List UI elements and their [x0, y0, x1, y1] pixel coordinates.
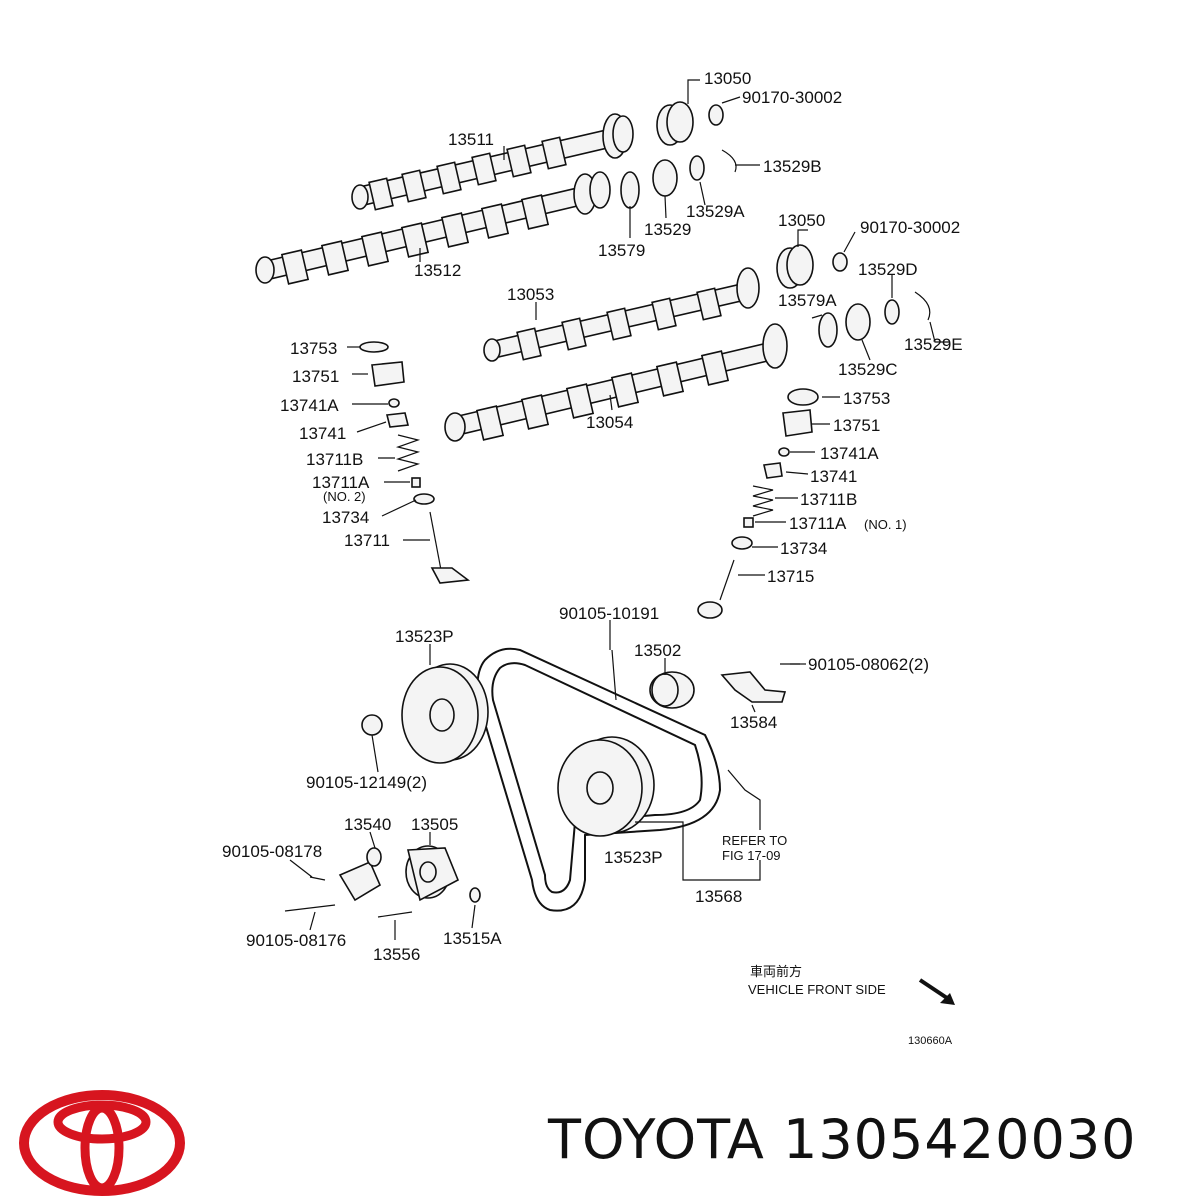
- camshaft-13511: [351, 113, 634, 211]
- label-13711B-right: 13711B: [800, 490, 857, 509]
- label-13556: 13556: [373, 945, 420, 964]
- refer-note-line2: FIG 17-09: [722, 848, 781, 863]
- toyota-logo-icon: [19, 1090, 185, 1196]
- valve-assembly-left: [359, 341, 471, 584]
- label-13529D: 13529D: [858, 260, 918, 279]
- leader-lines: [289, 79, 950, 940]
- label-13711A-right: 13711A: [789, 514, 847, 533]
- label-13515A: 13515A: [443, 929, 502, 948]
- label-13050-lower: 13050: [778, 211, 825, 230]
- label-13523P-lower: 13523P: [604, 848, 663, 867]
- label-13579: 13579: [598, 241, 645, 260]
- label-13711A-left: 13711A: [312, 473, 370, 492]
- label-13502: 13502: [634, 641, 681, 660]
- label-13734-right: 13734: [780, 539, 827, 558]
- label-90170-upper: 90170-30002: [742, 88, 842, 107]
- camshaft-13512: [255, 171, 611, 285]
- label-90105-08062: 90105-08062(2): [808, 655, 929, 674]
- label-13568: 13568: [695, 887, 742, 906]
- bolts: [284, 649, 617, 918]
- camshaft-13054: [444, 323, 788, 442]
- label-13711B-left: 13711B: [306, 450, 363, 469]
- label-no1: (NO. 1): [864, 517, 907, 532]
- label-13741-right: 13741: [810, 467, 857, 486]
- vehicle-front-arrow-icon: [918, 978, 955, 1005]
- label-13540: 13540: [344, 815, 391, 834]
- label-90105-08176: 90105-08176: [246, 931, 346, 950]
- camshaft-13053: [483, 267, 760, 362]
- label-90105-10191: 90105-10191: [559, 604, 659, 623]
- label-13734-left: 13734: [322, 508, 369, 527]
- label-13511: 13511: [448, 130, 494, 149]
- label-13054: 13054: [586, 413, 633, 432]
- label-13512: 13512: [414, 261, 461, 280]
- label-13505: 13505: [411, 815, 458, 834]
- label-13529C: 13529C: [838, 360, 898, 379]
- label-90170-lower: 90170-30002: [860, 218, 960, 237]
- label-13741A-left: 13741A: [280, 396, 339, 415]
- pulley-13523P-lower: [557, 736, 655, 837]
- label-13053: 13053: [507, 285, 554, 304]
- label-13523P-upper: 13523P: [395, 627, 454, 646]
- vehicle-front-en: VEHICLE FRONT SIDE: [748, 982, 886, 997]
- label-13753-right: 13753: [843, 389, 890, 408]
- label-13579A: 13579A: [778, 291, 837, 310]
- label-no2: (NO. 2): [323, 489, 366, 504]
- label-13529: 13529: [644, 220, 691, 239]
- label-13715: 13715: [767, 567, 814, 586]
- vehicle-front-jp: 車両前方: [750, 964, 802, 979]
- refer-note-line1: REFER TO: [722, 833, 787, 848]
- label-13529E: 13529E: [904, 335, 963, 354]
- gear-13050-lower: [776, 244, 931, 348]
- label-13753-left: 13753: [290, 339, 337, 358]
- tensioner-13505: [405, 845, 481, 903]
- label-13751-right: 13751: [833, 416, 880, 435]
- label-13529A: 13529A: [686, 202, 745, 221]
- bracket-13540: [338, 847, 382, 902]
- pulley-13523P-upper: [401, 663, 489, 764]
- label-13584: 13584: [730, 713, 777, 732]
- idler-13502: [649, 671, 695, 709]
- label-13741-left: 13741: [299, 424, 346, 443]
- label-13741A-right: 13741A: [820, 444, 879, 463]
- part-labels: 13050 90170-30002 13511 13529B 13529A 13…: [222, 69, 963, 1047]
- engine-parts-diagram: 13050 90170-30002 13511 13529B 13529A 13…: [222, 69, 963, 1047]
- bracket-13584: [720, 663, 800, 703]
- gear-13050-upper: [620, 101, 737, 209]
- label-13751-left: 13751: [292, 367, 339, 386]
- label-13050-upper: 13050: [704, 69, 751, 88]
- valve-assembly-right: [697, 388, 819, 619]
- figure-id: 130660A: [908, 1035, 953, 1047]
- brand-part-number: TOYOTA 1305420030: [548, 1108, 1137, 1171]
- label-90105-08178: 90105-08178: [222, 842, 322, 861]
- label-13529B: 13529B: [763, 157, 822, 176]
- label-13711: 13711: [344, 531, 390, 550]
- label-90105-12149: 90105-12149(2): [306, 773, 427, 792]
